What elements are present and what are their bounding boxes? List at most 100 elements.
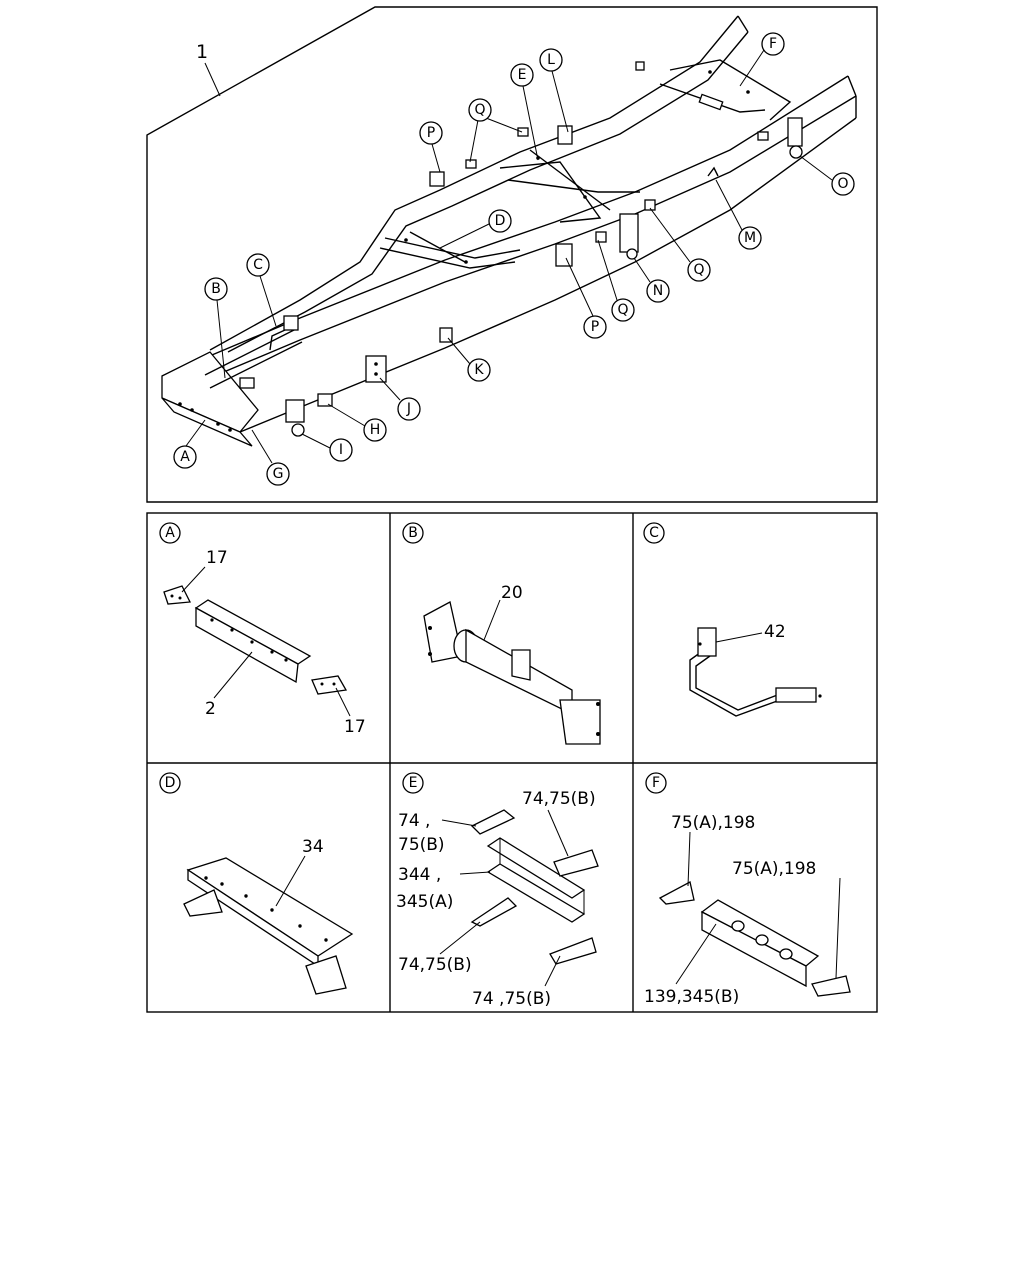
part-42-stabilizer	[689, 627, 822, 717]
panel-f-label-139-345b: 139,345(B)	[644, 987, 739, 1007]
callout-l: L	[547, 52, 555, 68]
part-75a-198-right	[811, 975, 851, 997]
callout-circle-g	[266, 462, 290, 486]
part-344-345a-crossmember	[486, 837, 586, 923]
spring-hanger-n	[619, 213, 639, 260]
callout-circle-j	[397, 397, 421, 421]
callout-q-upper: Q	[474, 102, 485, 118]
part-74-75b-upper-right	[553, 849, 599, 877]
panel-f-label-75a-198-right: 75(A),198	[732, 859, 816, 879]
part-74-75b-upper-left	[470, 809, 516, 835]
callout-circle-b	[204, 277, 228, 301]
main-callouts: A B C D E F G	[173, 32, 855, 486]
main-frame-view: 1	[146, 6, 878, 503]
callout-q-right: Q	[693, 262, 704, 278]
frame-rail-left	[161, 75, 857, 433]
stabilizer-bracket-c	[269, 315, 299, 351]
panel-f-letter: F	[652, 775, 660, 791]
panel-a-label-2: 2	[205, 699, 216, 719]
callout-i: I	[339, 442, 343, 458]
panel-d: D 34	[159, 772, 354, 995]
panel-d-label-34: 34	[302, 837, 324, 857]
panel-e-label-74: 74 ,	[398, 811, 430, 831]
bracket-m	[707, 166, 719, 177]
spring-hanger-o	[787, 117, 803, 159]
callout-circle-a	[173, 445, 197, 469]
part-34-crossmember	[183, 857, 354, 995]
panel-e-label-74-75b-top: 74,75(B)	[522, 789, 596, 809]
panel-e-label-345a: 345(A)	[396, 892, 453, 912]
callout-j: J	[406, 401, 411, 417]
assembly-number-label: 1	[196, 41, 208, 63]
part-74-75b-lower-right	[549, 937, 597, 965]
bracket-h	[317, 393, 333, 407]
callout-o: O	[837, 176, 848, 192]
panel-c-letter: C	[649, 525, 659, 541]
callout-h: H	[370, 422, 381, 438]
callout-circle-o	[831, 172, 855, 196]
panel-a-label-17-bottom: 17	[344, 717, 366, 737]
part-17-upper	[163, 585, 192, 605]
panel-e-letter: E	[409, 775, 418, 791]
crossmember-b	[204, 327, 303, 389]
callout-circle-q-right	[687, 258, 711, 282]
panel-e: E 74,75(B) 74 , 75(B) 344 , 345(A) 74,75…	[396, 772, 599, 1009]
callout-circle-d	[488, 209, 512, 233]
panel-a-letter: A	[165, 525, 175, 541]
callout-e: E	[518, 67, 527, 83]
callout-circle-l	[539, 48, 563, 72]
panel-f: F 75(A),198 75(A),198 139,345(B)	[644, 772, 851, 1007]
crossmember-d	[379, 231, 521, 269]
part-20-crossmember	[423, 601, 601, 745]
callout-circle-m	[738, 226, 762, 250]
part-75a-198-left	[658, 881, 695, 905]
callout-circle-c	[246, 253, 270, 277]
callout-g: G	[273, 466, 284, 482]
panel-a: A 17 2 17	[159, 522, 366, 737]
callout-a: A	[180, 449, 190, 465]
part-139-345b-crossmember	[700, 899, 820, 988]
crossmember-e	[499, 149, 640, 223]
callout-q-mid: Q	[617, 302, 628, 318]
body-mounts	[429, 61, 769, 267]
panel-d-letter: D	[165, 775, 176, 791]
part-74-75b-lower-left	[470, 897, 518, 927]
callout-circle-q-upper	[468, 98, 492, 122]
spring-hanger-i	[285, 399, 305, 437]
panel-a-label-17-top: 17	[206, 548, 228, 568]
panel-b-label-20: 20	[501, 583, 523, 603]
panel-c: C 42	[643, 522, 822, 717]
callout-circle-n	[646, 279, 670, 303]
callout-d: D	[495, 213, 506, 229]
panel-b-letter: B	[408, 525, 418, 541]
panel-e-label-74-75b-lower-left: 74,75(B)	[398, 955, 472, 975]
part-17-lower	[311, 675, 348, 695]
front-crossmember	[161, 351, 259, 447]
callout-circle-i	[329, 438, 353, 462]
callout-k: K	[474, 362, 484, 378]
callout-n: N	[653, 283, 663, 299]
panel-e-label-75b: 75(B)	[398, 835, 445, 855]
panel-c-label-42: 42	[764, 622, 786, 642]
callout-circle-k	[467, 358, 491, 382]
callout-circle-f	[761, 32, 785, 56]
callout-p-lower: P	[591, 319, 599, 335]
panel-b: B 20	[402, 522, 601, 745]
callout-m: M	[744, 230, 756, 246]
crossmember-f	[659, 59, 792, 121]
main-frame-border	[146, 6, 878, 503]
panel-e-label-74-75b-bottom: 74 ,75(B)	[472, 989, 551, 1009]
callout-b: B	[211, 281, 221, 297]
bracket-j	[365, 355, 387, 383]
frame-rail-right	[209, 15, 749, 353]
callout-circle-p-upper	[419, 121, 443, 145]
detail-grid	[146, 512, 878, 1013]
callout-circle-e	[510, 63, 534, 87]
panel-f-label-75a-198-left: 75(A),198	[671, 813, 755, 833]
callout-f: F	[769, 36, 777, 52]
bracket-l	[557, 125, 573, 145]
callout-circle-q-mid	[611, 298, 635, 322]
callout-p-upper: P	[427, 125, 435, 141]
callout-circle-p-lower	[583, 315, 607, 339]
